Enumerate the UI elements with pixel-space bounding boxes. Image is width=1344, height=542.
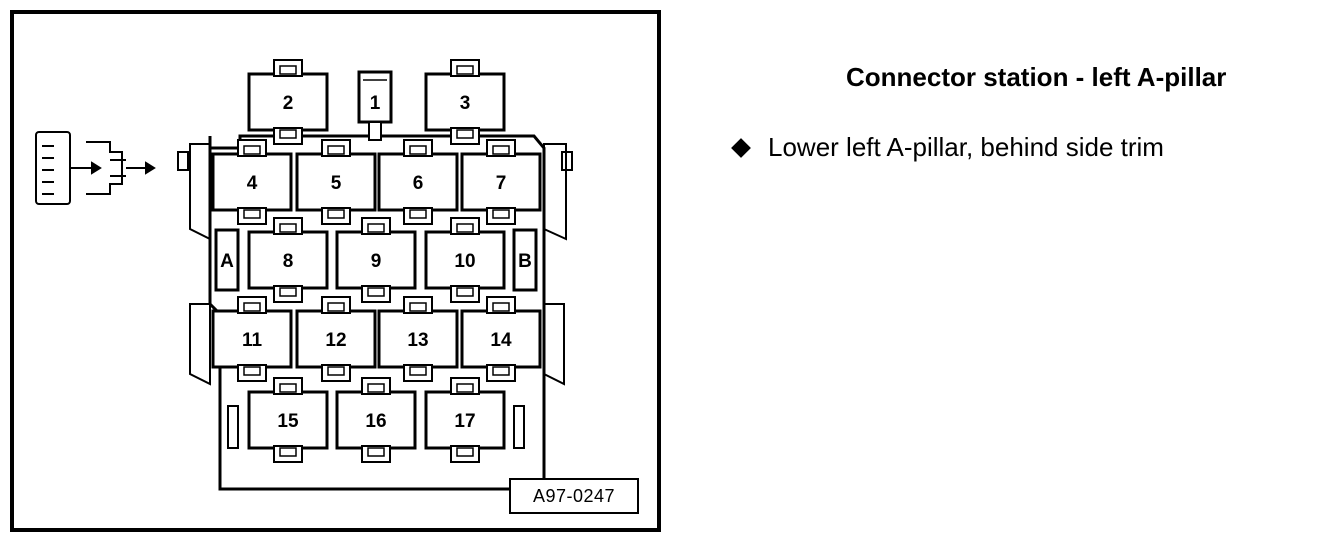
diamond-bullet-icon — [731, 137, 751, 158]
connector-7: 7 — [460, 139, 542, 225]
bullet-text: Lower left A-pillar, behind side trim — [768, 132, 1164, 162]
connector-label-4: 4 — [247, 173, 258, 194]
connector-label-5: 5 — [331, 173, 342, 194]
connector-12: 12 — [295, 296, 377, 382]
side-label-b: B — [518, 251, 532, 272]
connector-4: 4 — [211, 139, 293, 225]
side-marker-b: B — [512, 228, 538, 292]
reference-code: A97-0247 — [509, 478, 639, 514]
connector-15: 15 — [247, 377, 329, 463]
side-label-a: A — [220, 251, 234, 272]
connector-label-10: 10 — [454, 251, 475, 272]
connector-label-6: 6 — [413, 173, 424, 194]
connector-label-9: 9 — [371, 251, 382, 272]
list-item: Lower left A-pillar, behind side trim — [730, 132, 1164, 163]
connector-6: 6 — [377, 139, 459, 225]
connector-16: 16 — [335, 377, 417, 463]
connector-label-12: 12 — [325, 330, 346, 351]
connector-13: 13 — [377, 296, 459, 382]
side-marker-a: A — [214, 228, 240, 292]
connector-3: 3 — [424, 59, 506, 145]
connector-label-1: 1 — [370, 93, 381, 114]
page-title: Connector station - left A-pillar — [846, 62, 1227, 92]
connector-2: 2 — [247, 59, 329, 145]
connector-label-16: 16 — [365, 411, 386, 432]
connector-8: 8 — [247, 217, 329, 303]
connector-14: 14 — [460, 296, 542, 382]
connector-9: 9 — [335, 217, 417, 303]
connector-11: 11 — [211, 296, 293, 382]
connector-label-14: 14 — [490, 330, 512, 351]
connector-label-13: 13 — [407, 330, 428, 351]
connector-label-3: 3 — [460, 93, 471, 114]
connector-5: 5 — [295, 139, 377, 225]
connector-label-7: 7 — [496, 173, 507, 194]
connector-label-8: 8 — [283, 251, 294, 272]
connector-10: 10 — [424, 217, 506, 303]
connector-label-11: 11 — [242, 330, 263, 351]
connector-17: 17 — [424, 377, 506, 463]
connector-plug-icon — [35, 131, 156, 205]
connector-label-15: 15 — [277, 411, 299, 432]
connector-label-17: 17 — [454, 411, 475, 432]
connector-1: 1 — [357, 70, 393, 141]
connector-label-2: 2 — [283, 93, 294, 114]
bullet-list: Lower left A-pillar, behind side trim — [730, 132, 1164, 163]
